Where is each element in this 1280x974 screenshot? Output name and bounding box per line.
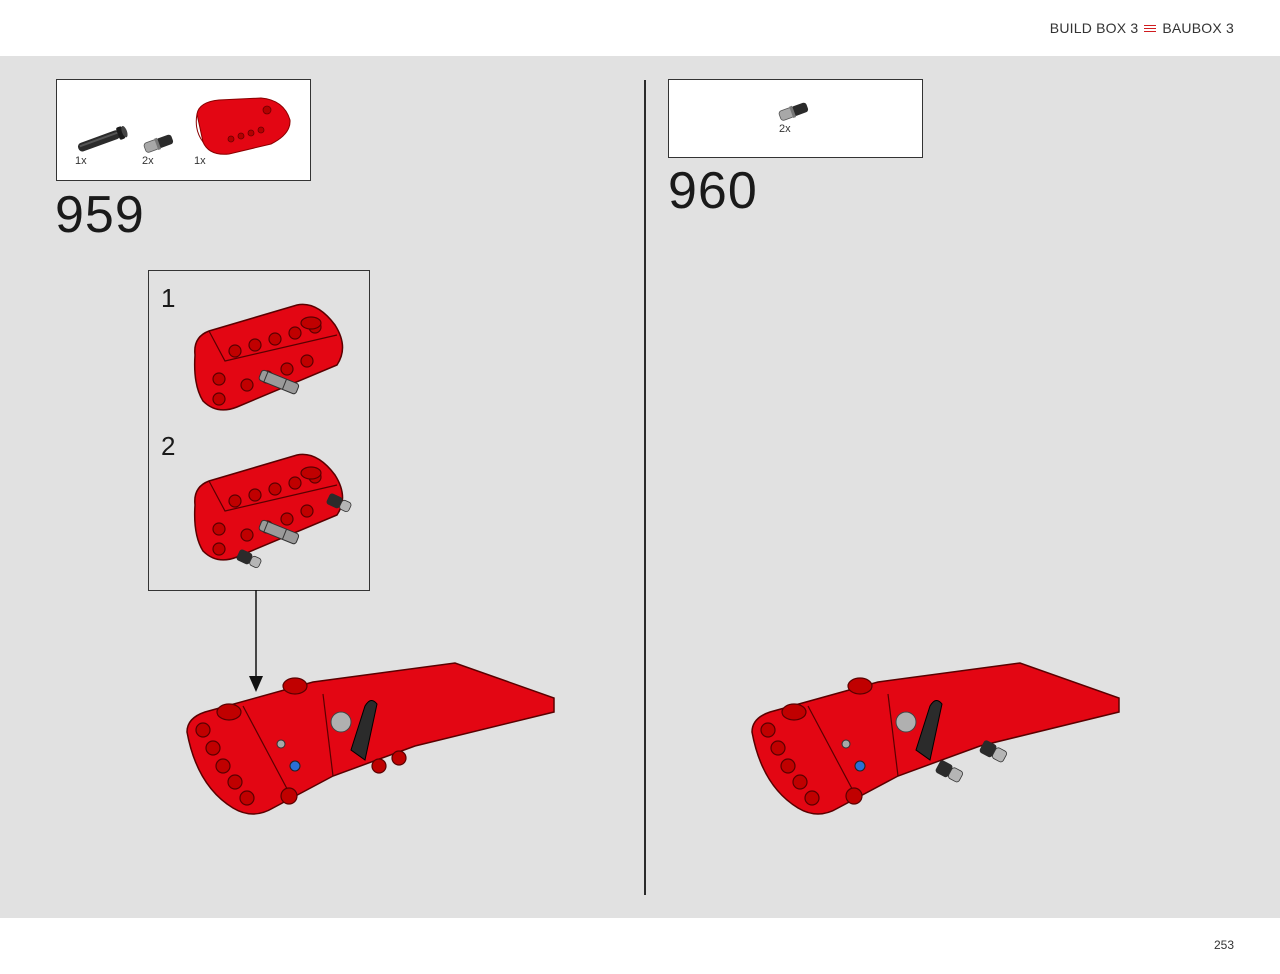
parts-list-box-959: 1x 2x 1x <box>56 79 311 181</box>
qty-red-panel: 1x <box>194 155 206 167</box>
page-header: BUILD BOX 3 BAUBOX 3 <box>0 0 1280 56</box>
step-divider <box>644 80 646 895</box>
step-number-960: 960 <box>668 162 758 220</box>
substep-2-assembly-illustration <box>193 453 352 569</box>
substep-number-2: 2 <box>161 431 176 461</box>
substep-1-assembly-illustration <box>193 303 344 411</box>
step-960-assembly-illustration <box>751 662 1120 815</box>
gray-pin-icon <box>143 134 174 153</box>
triple-line-icon <box>1144 24 1157 33</box>
parts-list-box-960: 2x <box>668 79 923 158</box>
substep-number-1: 1 <box>161 283 176 313</box>
gray-pin-icon <box>778 102 809 121</box>
black-axle-pin-icon <box>77 125 128 152</box>
page-number: 253 <box>1213 938 1234 952</box>
build-box-de: BAUBOX 3 <box>1162 20 1234 36</box>
placement-arrow <box>249 590 263 692</box>
qty-gray-pin: 2x <box>779 123 791 135</box>
qty-gray-pin: 2x <box>142 155 154 167</box>
red-panel-connector-icon <box>195 97 291 155</box>
step-number-959: 959 <box>55 186 145 244</box>
qty-black-axle-pin: 1x <box>75 155 87 167</box>
build-box-en: BUILD BOX 3 <box>1049 20 1139 36</box>
build-box-label: BUILD BOX 3 BAUBOX 3 <box>1050 20 1234 36</box>
substep-callout: 1 2 <box>148 270 370 591</box>
page-footer: 253 <box>0 918 1280 974</box>
step-959-assembly-illustration <box>186 662 555 815</box>
